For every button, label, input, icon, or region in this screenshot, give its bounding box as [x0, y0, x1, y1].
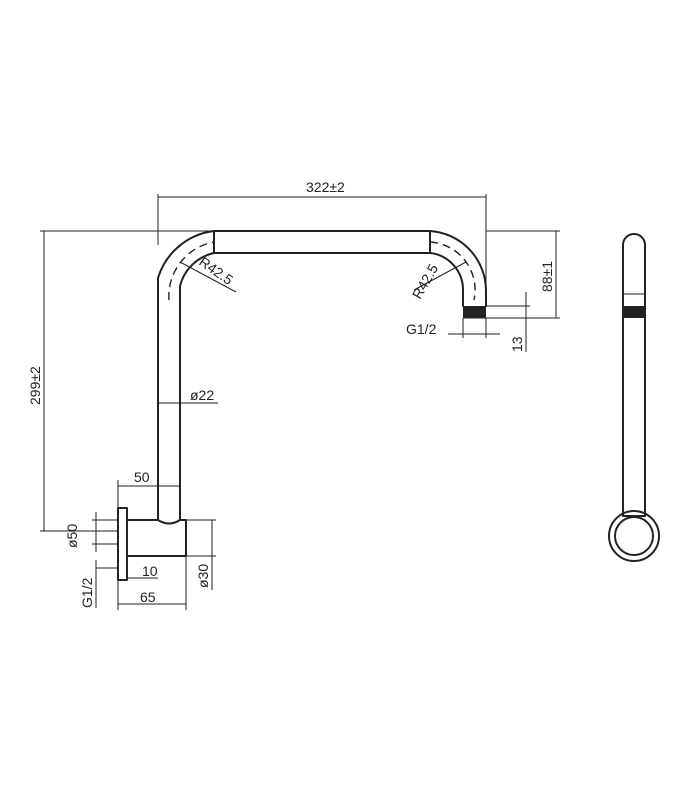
dim-width-overall: 322±2	[306, 179, 345, 195]
dim-height-overall: 299±2	[27, 366, 43, 405]
dim-inlet-thread: G1/2	[79, 577, 95, 608]
dim-drop-height: 88±1	[539, 261, 555, 292]
dim-pipe-diameter: ø22	[190, 387, 214, 403]
shower-arm-side-view	[608, 233, 660, 562]
dim-bend-radius-right: R42.5	[409, 261, 442, 302]
dim-flange-diameter: ø50	[64, 524, 80, 548]
dim-outlet-length: 13	[509, 336, 525, 352]
dim-base-diameter: ø30	[195, 564, 211, 588]
dimension-lines	[40, 194, 560, 610]
dim-bend-radius-left: R42.5	[196, 253, 236, 288]
dim-base-depth: 65	[140, 589, 156, 605]
side-view-flange-outer	[608, 510, 660, 562]
dim-outlet-thread: G1/2	[406, 321, 437, 337]
dim-flange-offset: 50	[134, 469, 150, 485]
outlet-thread-block	[463, 306, 486, 318]
side-view-flange-inner	[614, 516, 654, 556]
dim-flange-thickness: 10	[142, 563, 158, 579]
side-view-thread-band	[623, 306, 645, 318]
shower-arm-front-view	[157, 230, 487, 521]
